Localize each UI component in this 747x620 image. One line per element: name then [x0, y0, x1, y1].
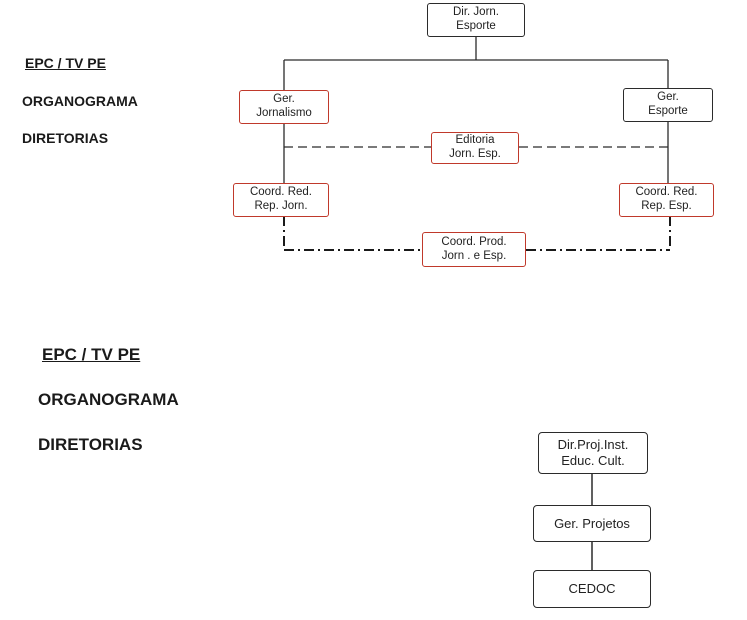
chart2-heading-diretorias: DIRETORIAS	[38, 435, 143, 454]
box-line: Ger.	[273, 93, 295, 106]
chart2-heading-organograma: ORGANOGRAMA	[38, 390, 179, 409]
box-line: Editoria	[455, 134, 495, 147]
box-line: Coord. Red.	[635, 186, 698, 199]
box-line: Jorn. Esp.	[449, 148, 501, 160]
chart2-heading-company: EPC / TV PE	[42, 345, 141, 364]
box-line: Educ. Cult.	[561, 453, 625, 468]
box-editoria-jorn-esp: Editoria Jorn. Esp.	[431, 132, 519, 164]
box-dir-proj-inst-educ-cult: Dir.Proj.Inst. Educ. Cult.	[538, 432, 648, 474]
box-line: Jorn . e Esp.	[441, 249, 507, 262]
box-line: CEDOC	[568, 581, 616, 597]
chart1-heading-company: EPC / TV PE	[25, 55, 106, 71]
box-ger-jornalismo: Ger. Jornalismo	[239, 90, 329, 124]
chart1-heading-organograma: ORGANOGRAMA	[22, 93, 138, 109]
box-cedoc: CEDOC	[533, 570, 651, 608]
box-line: Rep. Esp.	[641, 200, 692, 212]
box-coord-prod-jorn-esp: Coord. Prod. Jorn . e Esp.	[422, 232, 526, 267]
box-line: Dir.Proj.Inst.	[557, 437, 629, 453]
box-line: Coord. Prod.	[441, 235, 507, 248]
box-line: Ger. Projetos	[554, 515, 630, 531]
box-dir-jorn-esporte: Dir. Jorn. Esporte	[427, 3, 525, 37]
box-coord-red-rep-esp: Coord. Red. Rep. Esp.	[619, 183, 714, 217]
box-line: Jornalismo	[256, 107, 312, 119]
chart1-heading-diretorias: DIRETORIAS	[22, 130, 109, 146]
box-ger-projetos: Ger. Projetos	[533, 505, 651, 542]
box-ger-esporte: Ger. Esporte	[623, 88, 713, 122]
box-line: Rep. Jorn.	[254, 200, 308, 212]
box-coord-red-rep-jorn: Coord. Red. Rep. Jorn.	[233, 183, 329, 217]
box-line: Esporte	[648, 105, 688, 117]
box-line: Dir. Jorn.	[452, 6, 499, 19]
box-line: Coord. Red.	[249, 186, 312, 199]
box-line: Esporte	[456, 20, 496, 32]
box-line: Ger.	[657, 91, 679, 104]
